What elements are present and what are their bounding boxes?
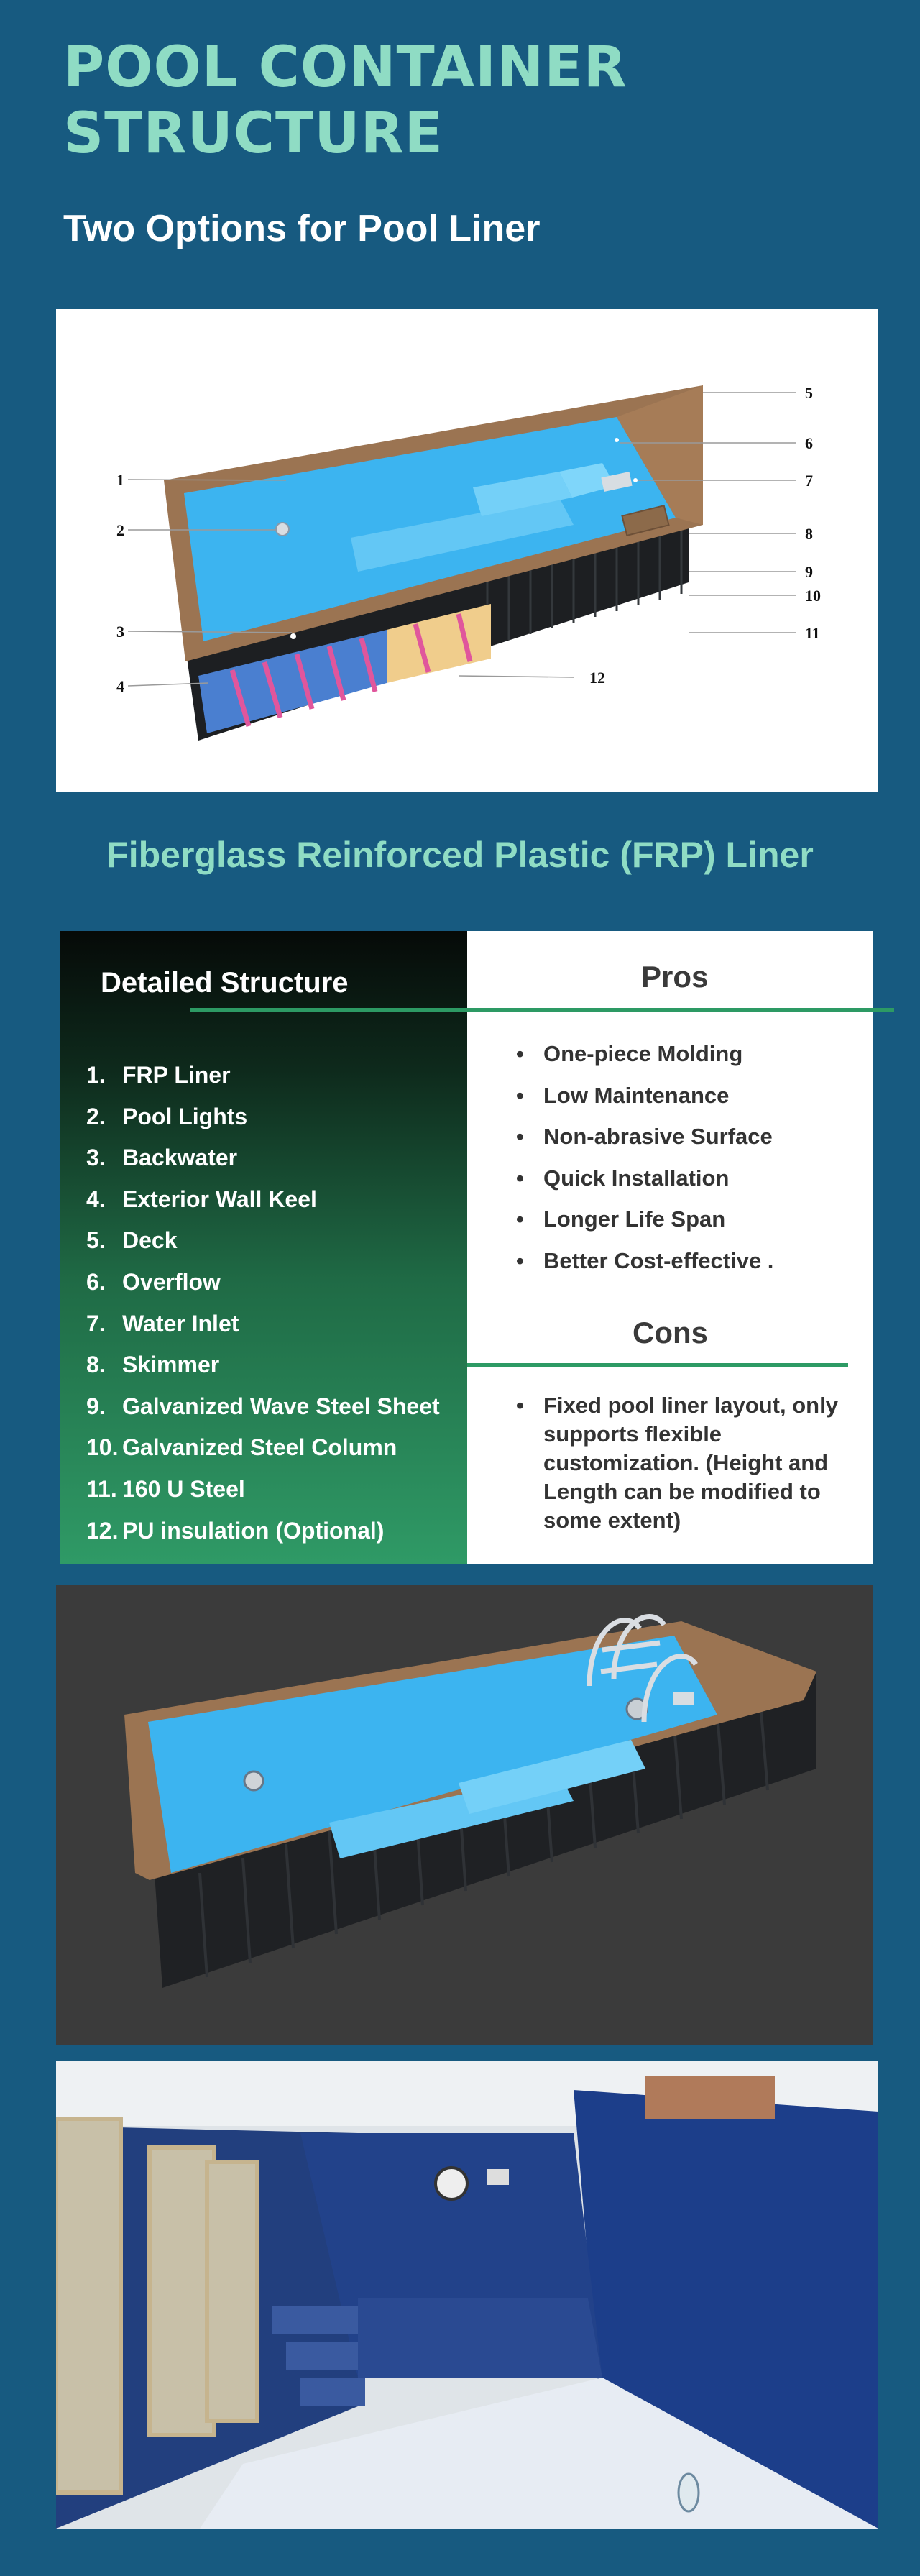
- pool-render-image: [56, 1585, 873, 2045]
- photo-bench: [358, 2298, 602, 2378]
- corrugation-lines: [486, 527, 683, 646]
- callout-12: 12: [589, 669, 605, 687]
- pros-title: Pros: [641, 960, 709, 994]
- callout-8: 8: [805, 525, 813, 543]
- list-item: Non-abrasive Surface: [516, 1116, 773, 1158]
- deck-hatch: [621, 504, 670, 537]
- callout-lines: [127, 392, 796, 687]
- callout-9: 9: [805, 563, 813, 581]
- pool-entry-step: [559, 463, 615, 498]
- list-item: 3.Backwater: [86, 1145, 238, 1171]
- pool-bench: [351, 498, 574, 572]
- callout-5: 5: [805, 384, 813, 402]
- callout-6: 6: [805, 434, 813, 452]
- callout-10: 10: [805, 587, 821, 605]
- list-item: Quick Installation: [516, 1158, 773, 1199]
- pool-render-illustration: [56, 1585, 873, 2045]
- list-item: 9.Galvanized Wave Steel Sheet: [86, 1393, 440, 1419]
- structure-list: 1.FRP Liner 2.Pool Lights 3.Backwater 4.…: [86, 1055, 440, 1551]
- list-item: 4.Exterior Wall Keel: [86, 1186, 317, 1212]
- cons-title: Cons: [632, 1316, 708, 1349]
- photo-floor: [200, 2378, 878, 2529]
- render-water: [148, 1636, 717, 1873]
- callout-11: 11: [805, 624, 820, 642]
- list-item: 2.Pool Lights: [86, 1103, 248, 1129]
- page-subtitle: Two Options for Pool Liner: [63, 208, 540, 249]
- photo-skimmer: [487, 2169, 509, 2185]
- render-skimmer: [673, 1692, 694, 1705]
- title-line-1: POOL CONTAINER: [63, 35, 627, 100]
- render-steps: [459, 1740, 645, 1814]
- callout-2: 2: [116, 521, 124, 539]
- title-line-2: STRUCTURE: [63, 101, 443, 166]
- callout-7: 7: [805, 472, 813, 490]
- pool-ladder-icon: [586, 1614, 698, 1723]
- pool-structure-diagram: 1 2 3 4 5 6 7 8 9 10 11 12: [56, 309, 878, 792]
- list-item: 5.Deck: [86, 1227, 178, 1254]
- list-item: One-piece Molding: [516, 1033, 773, 1075]
- callout-3: 3: [116, 623, 124, 641]
- pool-diagram-illustration: 1 2 3 4 5 6 7 8 9 10 11 12: [116, 384, 821, 741]
- backwater-outlet: [290, 633, 296, 639]
- callout-4: 4: [116, 677, 124, 695]
- pu-insulation-section: [387, 604, 491, 683]
- callout-1: 1: [116, 471, 124, 489]
- pool-steps: [473, 472, 572, 516]
- list-item: 7.Water Inlet: [86, 1310, 239, 1337]
- list-item: 1.FRP Liner: [86, 1062, 231, 1088]
- overflow-outlet: [615, 438, 619, 442]
- list-item: Low Maintenance: [516, 1075, 773, 1117]
- skimmer-box: [601, 472, 632, 492]
- factory-photo-illustration: [56, 2061, 878, 2529]
- photo-jet: [434, 2166, 469, 2201]
- photo-glass-doors: [56, 2117, 259, 2495]
- frp-liner-heading: Fiberglass Reinforced Plastic (FRP) Line…: [106, 835, 814, 875]
- list-item: Better Cost-effective .: [516, 1240, 773, 1282]
- section-divider: [190, 1008, 894, 1012]
- render-pool-light: [243, 1770, 264, 1792]
- photo-roof-structure: [645, 2076, 775, 2119]
- factory-photo-image: [56, 2061, 878, 2529]
- water-inlet: [633, 478, 638, 482]
- photo-pool-light: [677, 2472, 700, 2513]
- list-item: Fixed pool liner layout, only supports f…: [516, 1391, 854, 1535]
- detailed-structure-column: Detailed Structure 1.FRP Liner 2.Pool Li…: [60, 931, 467, 1564]
- list-item: 6.Overflow: [86, 1268, 221, 1295]
- list-item: 8.Skimmer: [86, 1352, 220, 1378]
- cons-list: Fixed pool liner layout, only supports f…: [516, 1391, 854, 1535]
- list-item: Longer Life Span: [516, 1198, 773, 1240]
- deck-end: [617, 385, 703, 525]
- photo-steps: [272, 2306, 365, 2406]
- detailed-structure-title: Detailed Structure: [101, 967, 349, 999]
- pros-list: One-piece Molding Low Maintenance Non-ab…: [516, 1033, 773, 1282]
- pool-light: [275, 522, 290, 536]
- structure-pros-cons-panel: Detailed Structure 1.FRP Liner 2.Pool Li…: [60, 931, 894, 1564]
- list-item: 12.PU insulation (Optional): [86, 1517, 385, 1544]
- section-divider: [467, 1363, 848, 1367]
- list-item: 10.Galvanized Steel Column: [86, 1434, 397, 1461]
- list-item: 11.160 U Steel: [86, 1475, 245, 1502]
- keel-studs: [229, 613, 473, 727]
- page-title: POOL CONTAINER STRUCTURE: [63, 35, 782, 167]
